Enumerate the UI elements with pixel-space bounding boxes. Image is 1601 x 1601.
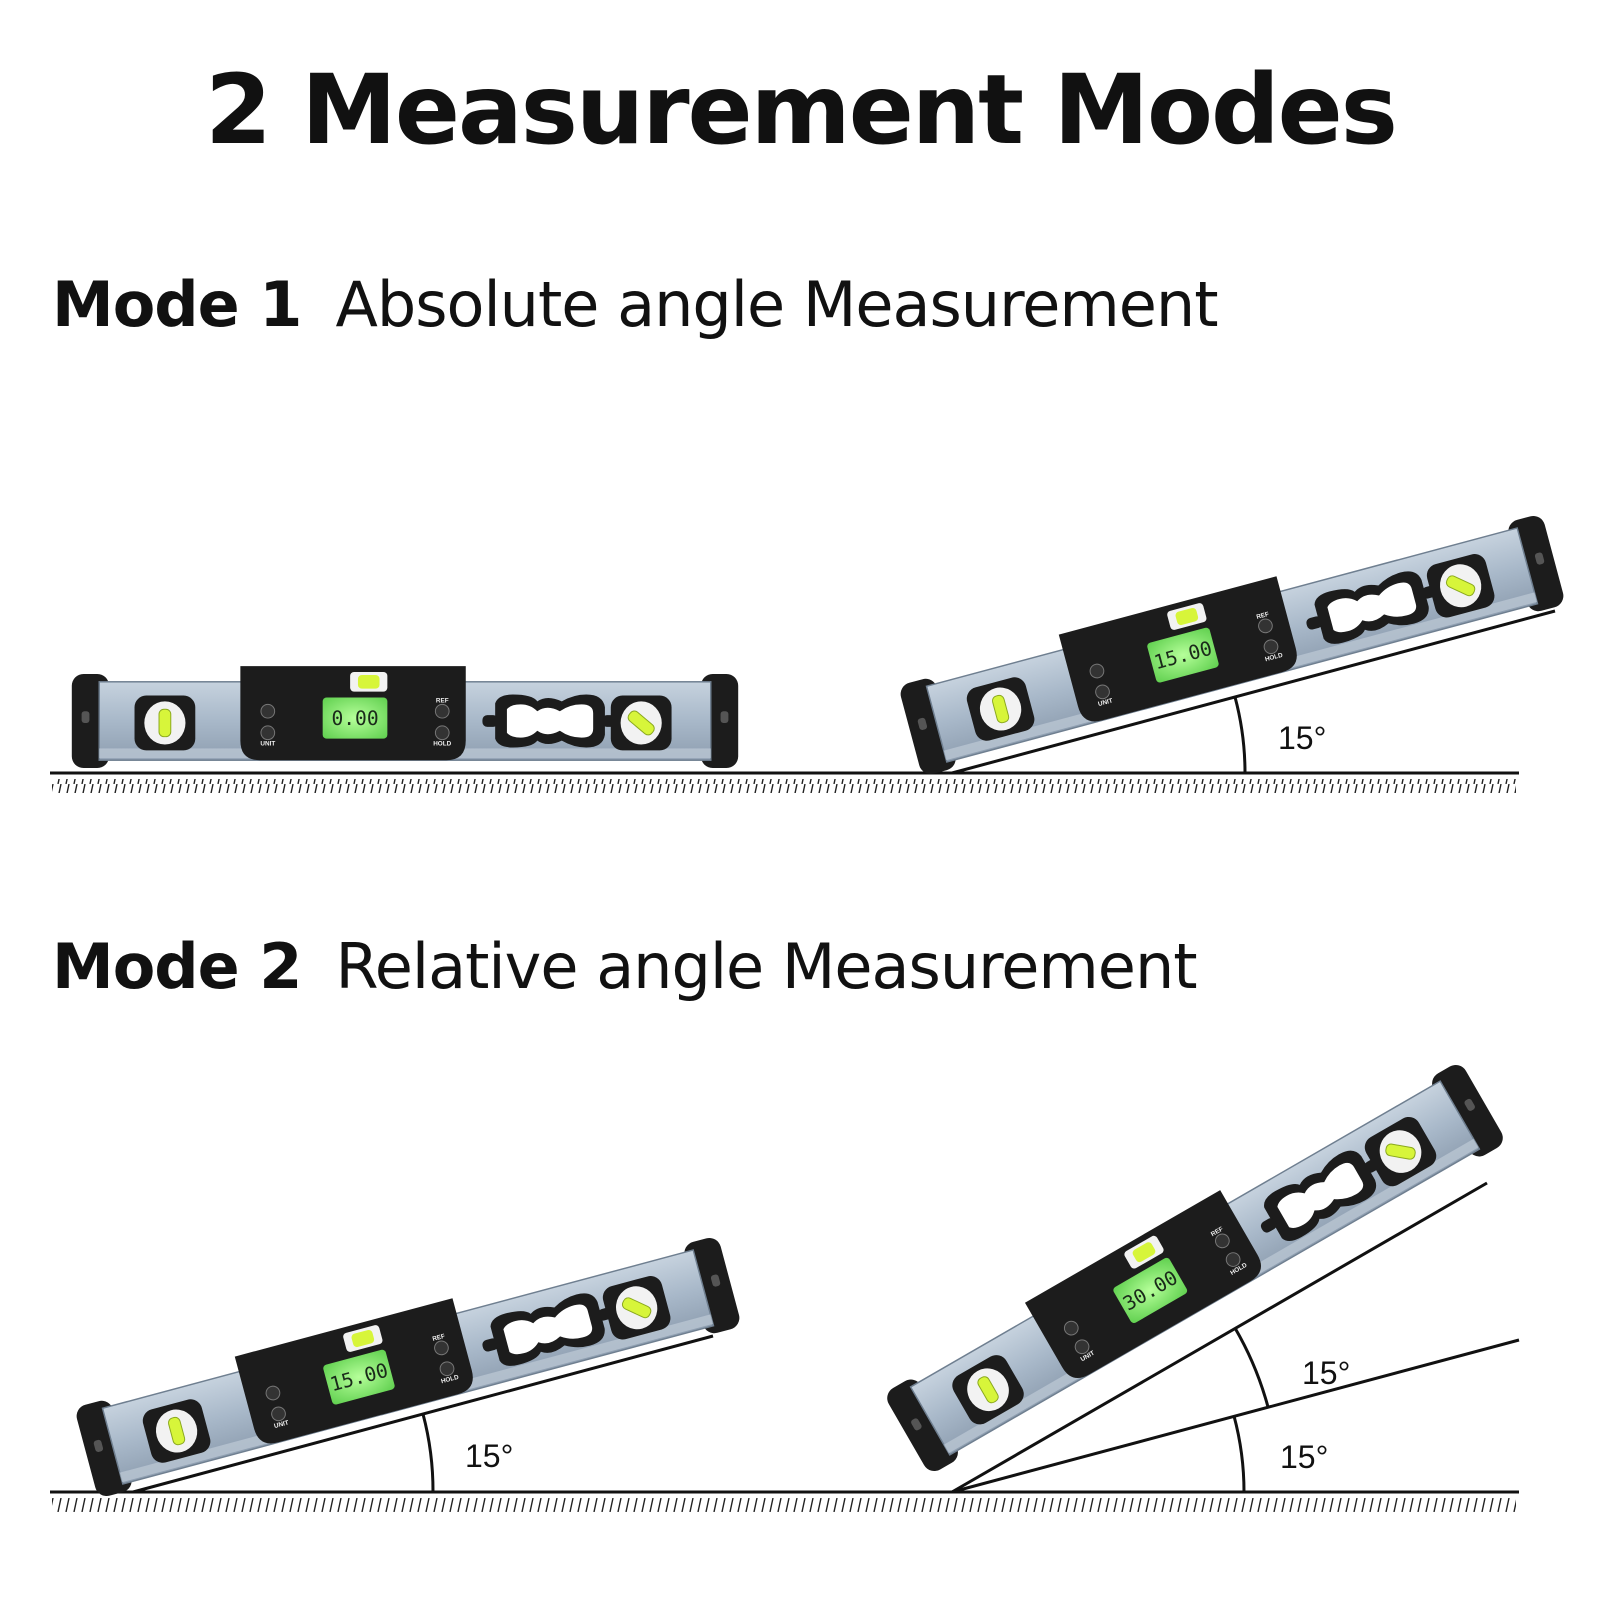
lcd-reading-1: 0.00	[331, 707, 378, 730]
level-flat: 0.00 UNIT REF HOLD	[71, 665, 739, 769]
hold-label-2: HOLD	[1264, 652, 1284, 664]
hold-label-3: HOLD	[440, 1374, 460, 1386]
ref-label-3: REF	[432, 1333, 446, 1343]
level-tilted-15-mode1: 15.00 UNIT REF HOLD	[895, 505, 1567, 778]
level-tilted-30-mode2: 30.00 UNIT REF HOLD	[878, 1053, 1508, 1477]
reference-line-4a	[951, 1181, 1488, 1494]
ground-top	[50, 771, 1519, 793]
angle-arc-3	[421, 1413, 435, 1493]
ref-label-1: REF	[436, 697, 449, 704]
level-tilted-15-mode2: 15.00 UNIT REF HOLD	[71, 1227, 743, 1500]
mode-2-number: Mode 2	[52, 930, 302, 1003]
angle-label-4: 15°	[1280, 1439, 1328, 1475]
angle-arc-4a	[1232, 1415, 1246, 1493]
reference-line-2	[951, 609, 1556, 775]
angle-label-1: 15°	[1278, 720, 1326, 756]
mode-1-description: Absolute angle Measurement	[335, 268, 1218, 341]
page-title: 2 Measurement Modes	[205, 54, 1398, 166]
mode-1-number: Mode 1	[52, 268, 302, 341]
hold-label-1: HOLD	[433, 741, 451, 748]
mode-2-description: Relative angle Measurement	[335, 930, 1197, 1003]
angle-arc-2	[1233, 696, 1247, 774]
ground-bottom	[50, 1490, 1519, 1512]
angle-label-3: 15°	[1302, 1355, 1350, 1391]
unit-label-2: UNIT	[1097, 697, 1113, 708]
angle-label-2: 15°	[465, 1438, 513, 1474]
angle-arc-4b	[1233, 1327, 1270, 1408]
unit-label-1: UNIT	[260, 741, 275, 748]
unit-label-3: UNIT	[273, 1419, 289, 1430]
ref-label-2: REF	[1256, 611, 1270, 621]
